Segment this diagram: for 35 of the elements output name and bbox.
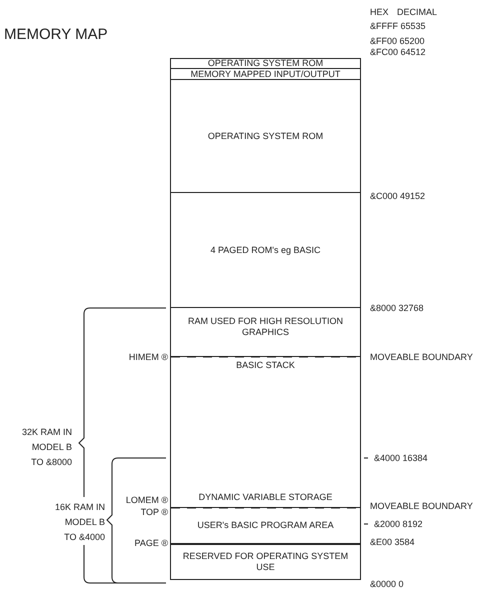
memory-region bbox=[170, 307, 361, 357]
diagram-title: MEMORY MAP bbox=[4, 26, 108, 43]
region-label: DYNAMIC VARIABLE STORAGE bbox=[198, 492, 332, 503]
memory-region bbox=[170, 79, 361, 193]
address-label: &FF00 65200 bbox=[370, 36, 425, 47]
memory-region bbox=[170, 543, 361, 580]
memory-region bbox=[170, 507, 361, 544]
address-label: &2000 8192 bbox=[374, 519, 423, 530]
region-label: MEMORY MAPPED INPUT/OUTPUT bbox=[190, 68, 340, 80]
address-label: &FC00 64512 bbox=[370, 47, 426, 58]
memory-region bbox=[170, 58, 361, 69]
memory-region bbox=[170, 192, 361, 308]
region-label: USER's BASIC PROGRAM AREA bbox=[197, 520, 334, 530]
region-label: 4 PAGED ROM's eg BASIC bbox=[210, 244, 321, 256]
region-label: OPERATING SYSTEM ROM bbox=[208, 58, 324, 69]
address-label: &4000 16384 bbox=[374, 453, 428, 464]
region-label: RAM USED FOR HIGH RESOLUTION GRAPHICS bbox=[186, 316, 344, 338]
memory-region bbox=[170, 356, 361, 508]
pointer-label: HIMEM ® bbox=[128, 352, 168, 363]
region-label: BASIC STACK bbox=[236, 360, 295, 371]
address-label: &0000 0 bbox=[370, 579, 404, 590]
address-label: &FFFF 65535 bbox=[370, 21, 426, 32]
address-label: MOVEABLE BOUNDARY bbox=[370, 352, 473, 363]
pointer-label: LOMEM ® bbox=[126, 495, 168, 506]
address-label: HEX bbox=[370, 7, 389, 18]
pointer-label: PAGE ® bbox=[134, 538, 168, 549]
region-label: RESERVED FOR OPERATING SYSTEM USE bbox=[182, 551, 350, 573]
region-label: OPERATING SYSTEM ROM bbox=[208, 130, 324, 142]
address-label: DECIMAL bbox=[397, 7, 438, 18]
address-label: &E00 3584 bbox=[370, 537, 415, 548]
pointer-label: TOP ® bbox=[140, 507, 168, 518]
address-label: &8000 32768 bbox=[370, 303, 424, 314]
memory-region bbox=[170, 68, 361, 80]
address-label: &C000 49152 bbox=[370, 191, 426, 202]
address-label: MOVEABLE BOUNDARY bbox=[370, 501, 473, 512]
